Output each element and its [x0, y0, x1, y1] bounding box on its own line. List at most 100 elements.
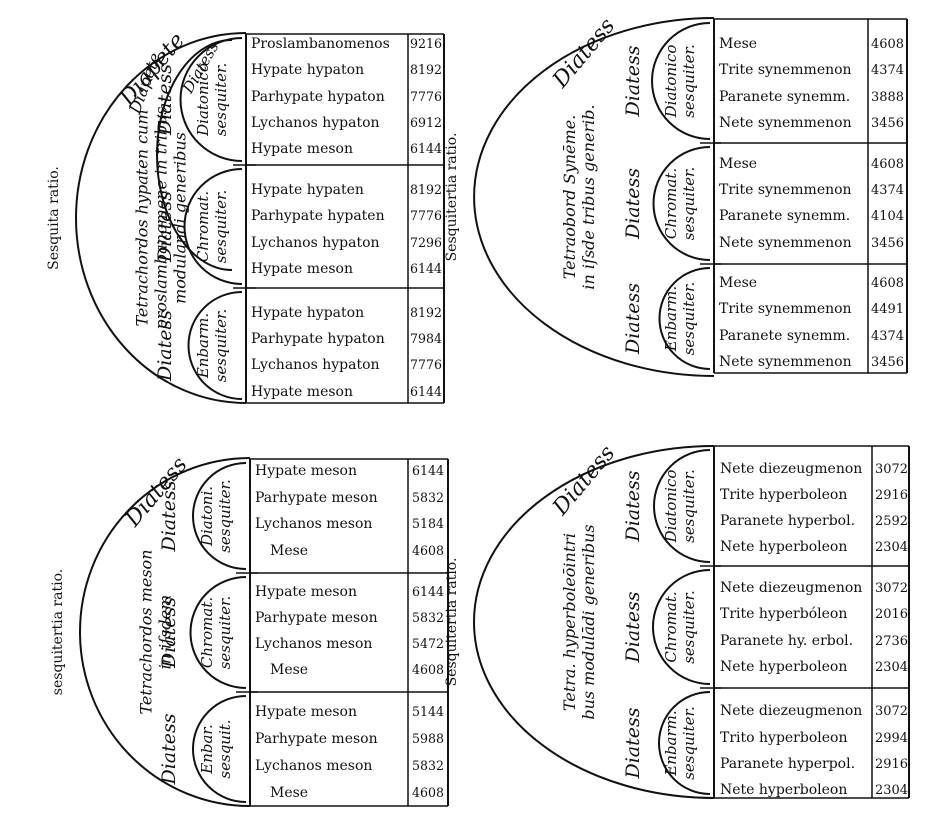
tetrachord-caption: Tetraobord Synēme. — [560, 115, 579, 280]
genus-label: Enbarm. — [194, 313, 212, 379]
note-name: Hypate meson — [251, 141, 353, 157]
diagram-lines — [75, 17, 910, 807]
genus-label: Chromat. — [662, 591, 680, 662]
note-name: Paranete synemm. — [719, 89, 850, 105]
note-value: 6912 — [410, 116, 442, 131]
arc-interval-label: Diatess — [548, 441, 621, 521]
genus-ratio-label: sesquiter. — [212, 63, 230, 137]
note-name: Nete diezeugmenon — [720, 580, 862, 596]
note-name: Hypate meson — [255, 704, 357, 720]
interval-label: Diatess — [622, 470, 644, 542]
genus-label: Diatonico — [194, 63, 212, 137]
note-value: 2916 — [875, 757, 908, 772]
genus-ratio-label: sesquiter. — [216, 479, 234, 553]
note-name: Trite hyperbóleon — [720, 606, 847, 622]
note-value: 5832 — [412, 759, 444, 774]
genus-arc — [189, 576, 247, 689]
note-name: Lychanos hypaton — [251, 235, 380, 251]
note-value: 4491 — [871, 302, 904, 317]
genus-label: Enbarm. — [662, 286, 680, 352]
note-value: 2304 — [875, 540, 908, 555]
genus-ratio-label: sesquiter. — [680, 706, 698, 780]
note-name: Lychanos meson — [255, 516, 372, 532]
note-name: Nete hyperboleon — [720, 782, 847, 798]
note-name: Paranete hyperbol. — [720, 513, 855, 529]
note-value: 5832 — [412, 491, 444, 506]
genus-ratio-label: sesquiter. — [212, 190, 230, 264]
note-value: 8192 — [410, 63, 442, 78]
ratio-label: Sesquitertia ratio. — [444, 133, 460, 262]
tetrachord-caption: Tetra. hyperboleōintri — [560, 533, 579, 711]
note-name: Mese — [719, 275, 757, 291]
note-value: 3072 — [875, 462, 908, 477]
interval-label: Diatess — [622, 707, 644, 779]
note-value: 6144 — [410, 385, 442, 400]
note-name: Lychanos meson — [255, 636, 372, 652]
genus-arc — [652, 146, 711, 261]
ratio-label: sesquitertia ratio. — [50, 569, 66, 695]
interval-label: Diatess — [158, 713, 180, 785]
note-name: Trite synemmenon — [719, 62, 852, 78]
note-value: 6144 — [410, 142, 442, 157]
note-name: Hypate hypaton — [251, 62, 364, 78]
note-name: Paranete synemm. — [719, 328, 850, 344]
note-name: Paranete hy. erbol. — [720, 633, 853, 649]
genus-arc — [658, 691, 711, 795]
genus-arc — [653, 449, 711, 563]
note-value: 5988 — [412, 732, 444, 747]
note-value: 5184 — [412, 517, 444, 532]
note-value: 4374 — [871, 329, 904, 344]
genus-ratio-label: sesquiter. — [680, 167, 698, 241]
note-name: Proslambanomenos — [251, 36, 390, 52]
note-name: Lychanos hypaton — [251, 115, 380, 131]
note-value: 5472 — [412, 637, 444, 652]
note-name: Parhypate meson — [255, 610, 378, 626]
tetrachord-arc — [473, 17, 715, 377]
note-name: Paranete hyperpol. — [720, 756, 855, 772]
note-name: Nete diezeugmenon — [720, 703, 862, 719]
note-name: Nete hyperboleon — [720, 539, 847, 555]
note-name: Trite hyperboleon — [720, 487, 847, 503]
genus-ratio-label: sesquiter. — [680, 282, 698, 356]
note-value: 6144 — [412, 585, 444, 600]
note-value: 3456 — [871, 236, 904, 251]
note-value: 7776 — [410, 90, 442, 105]
note-name: Hypate meson — [255, 463, 357, 479]
note-value: 7296 — [410, 236, 442, 251]
note-name: Nete hyperboleon — [720, 659, 847, 675]
tetrachord-caption: Tetrachordos hypaten cum — [132, 109, 151, 326]
note-name: Paranete synemm. — [719, 208, 850, 224]
tetrachord-caption: Tetrachordos meson — [136, 549, 155, 714]
genus-arc — [192, 695, 247, 803]
note-value: 4608 — [412, 663, 444, 678]
note-name: Parhypate meson — [255, 731, 378, 747]
genus-arc — [652, 569, 711, 685]
note-name: Nete diezeugmenon — [720, 461, 862, 477]
ratio-label: Sesquitertia ratio. — [444, 558, 460, 687]
note-value: 8192 — [410, 183, 442, 198]
genus-arc — [658, 267, 711, 370]
note-value: 6144 — [410, 262, 442, 277]
note-value: 8192 — [410, 306, 442, 321]
genus-ratio-label: sesquiter. — [216, 596, 234, 670]
note-name: Trite synemmenon — [719, 301, 852, 317]
note-name: Hypate meson — [251, 261, 353, 277]
note-name: Parhypate hypaten — [251, 208, 385, 224]
interval-label: Diatess — [622, 591, 644, 663]
note-name: Mese — [719, 36, 757, 52]
interval-label: Diatess — [154, 310, 176, 382]
interval-label: Diatess — [622, 168, 644, 240]
note-name: Lychanos hypaton — [251, 357, 380, 373]
ratio-label: Sesquita ratio. — [46, 166, 62, 270]
note-name: Lychanos meson — [255, 758, 372, 774]
note-name: Hypate hypaten — [251, 182, 364, 198]
genus-ratio-label: sesquiter. — [680, 469, 698, 543]
note-name: Hypate meson — [255, 584, 357, 600]
note-value: 2016 — [875, 607, 908, 622]
genus-arc — [179, 37, 243, 162]
genus-label: Chromat. — [662, 168, 680, 239]
tetrachord-caption: bus modulādi generibus — [579, 524, 598, 719]
